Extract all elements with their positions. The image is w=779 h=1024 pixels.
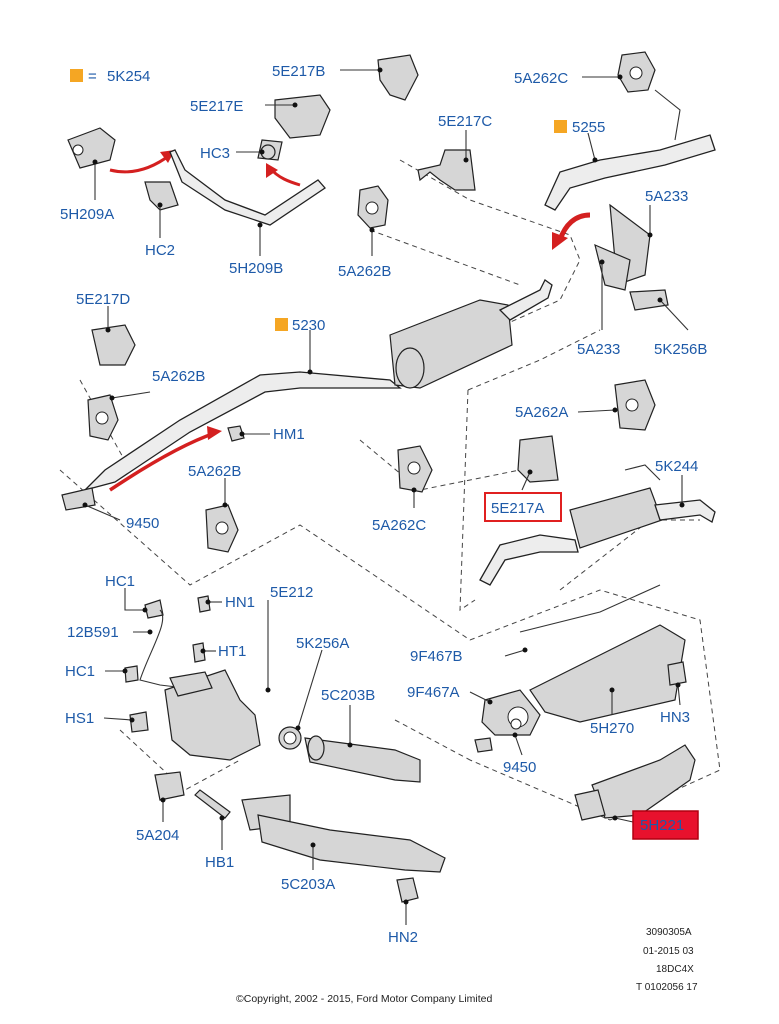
label-5E217B: 5E217B — [272, 63, 325, 80]
label-HN3: HN3 — [660, 709, 690, 726]
label-HC1-top: HC1 — [105, 573, 135, 590]
bracket-5E217C — [417, 149, 476, 191]
label-HM1: HM1 — [273, 426, 305, 443]
cat-5H221 — [591, 744, 696, 819]
label-5E212: 5E212 — [270, 584, 313, 601]
label-5A262B-low: 5A262B — [188, 463, 241, 480]
tube-HT1 — [192, 642, 206, 663]
label-9450-left: 9450 — [126, 515, 159, 532]
label-HC1-mid: HC1 — [65, 663, 95, 680]
pipe-5C203A — [257, 814, 446, 873]
label-5A262C-top: 5A262C — [514, 70, 568, 87]
bracket-5E217D — [91, 324, 136, 366]
label-5A262C-mid: 5A262C — [372, 517, 426, 534]
label-5E217D: 5E217D — [76, 291, 130, 308]
pipe-5230 — [82, 371, 402, 492]
label-5C203A: 5C203A — [281, 876, 335, 893]
clamp-HC2 — [144, 181, 179, 211]
dpf-5H270 — [529, 624, 686, 723]
marker-5230-icon — [275, 318, 288, 331]
nut-HM1 — [227, 425, 245, 442]
muffler-5K244 — [569, 487, 663, 549]
pipe-5H209B — [169, 149, 326, 226]
label-5A262B-mid: 5A262B — [152, 368, 205, 385]
label-9F467B: 9F467B — [410, 648, 463, 665]
pipe-5C203B — [304, 737, 421, 783]
red-arrows — [109, 150, 591, 492]
bracket-5E217E — [274, 94, 331, 139]
bracket-5A204 — [154, 771, 185, 801]
label-5230: 5230 — [292, 317, 325, 334]
label-9F467A: 9F467A — [407, 684, 460, 701]
part-labels: 5E217B 5E217E HC3 5H209A HC2 5H209B 5E21… — [60, 63, 707, 946]
label-9450-right: 9450 — [503, 759, 536, 776]
bracket-5E217A — [517, 435, 559, 483]
label-HC2: HC2 — [145, 242, 175, 259]
label-5255: 5255 — [572, 119, 605, 136]
muffler-5k244-group — [479, 379, 716, 586]
label-5A233-top: 5A233 — [645, 188, 688, 205]
meta-line-3: 18DC4X — [656, 964, 694, 975]
clamp-9F467B — [474, 737, 493, 753]
highlight-box-5H221 — [632, 810, 699, 840]
lower-right-group — [474, 584, 696, 821]
label-5H221: 5H221 — [640, 817, 684, 834]
label-HT1: HT1 — [218, 643, 246, 660]
clip-HC1-top — [144, 599, 164, 619]
label-5C203B: 5C203B — [321, 687, 375, 704]
bracket-5H209A — [67, 127, 116, 169]
label-5E217E: 5E217E — [190, 98, 243, 115]
label-5H209A: 5H209A — [60, 206, 114, 223]
leader-lines — [82, 67, 689, 925]
nut-HN2 — [396, 877, 419, 903]
lower-left-group — [124, 595, 446, 903]
label-5H270: 5H270 — [590, 720, 634, 737]
label-5K256A: 5K256A — [296, 635, 349, 652]
label-12B591: 12B591 — [67, 624, 119, 641]
label-5E217A: 5E217A — [491, 500, 544, 517]
label-HB1: HB1 — [205, 854, 234, 871]
label-HC3: HC3 — [200, 145, 230, 162]
legend-marker-icon — [70, 69, 83, 82]
label-HN2: HN2 — [388, 929, 418, 946]
meta-line-2: 01-2015 03 — [643, 946, 694, 957]
label-5A262A: 5A262A — [515, 404, 568, 421]
bracket-5k254-group — [67, 54, 476, 229]
clip-HC1-mid — [124, 665, 139, 683]
label-HS1: HS1 — [65, 710, 94, 727]
meta-line-4: T 0102056 17 — [636, 982, 698, 993]
label-5K256B: 5K256B — [654, 341, 707, 358]
label-5H209B: 5H209B — [229, 260, 283, 277]
label-5A233-bot: 5A233 — [577, 341, 620, 358]
copyright-text: ©Copyright, 2002 - 2015, Ford Motor Comp… — [236, 993, 493, 1005]
group-outlines — [59, 159, 721, 821]
label-5K244: 5K244 — [655, 458, 698, 475]
diagram-meta: 3090305A 01-2015 03 18DC4X T 0102056 17 — [636, 927, 698, 993]
pipe-5255 — [544, 134, 716, 211]
label-HN1: HN1 — [225, 594, 255, 611]
meta-line-1: 3090305A — [646, 927, 692, 938]
label-5A204: 5A204 — [136, 827, 179, 844]
clamp-5K256B — [629, 289, 669, 311]
bracket-5E217B — [377, 54, 419, 101]
pipe-5255-group — [544, 51, 716, 311]
highlight-box-5E217A — [484, 492, 562, 522]
legend-equals: = — [88, 68, 97, 85]
marker-5255-icon — [554, 120, 567, 133]
label-5E217C: 5E217C — [438, 113, 492, 130]
clip-HS1 — [129, 711, 149, 733]
nut-HN3 — [667, 661, 687, 686]
label-5A262B-top: 5A262B — [338, 263, 391, 280]
legend-code: 5K254 — [107, 68, 150, 85]
bolt-HB1 — [194, 789, 231, 819]
